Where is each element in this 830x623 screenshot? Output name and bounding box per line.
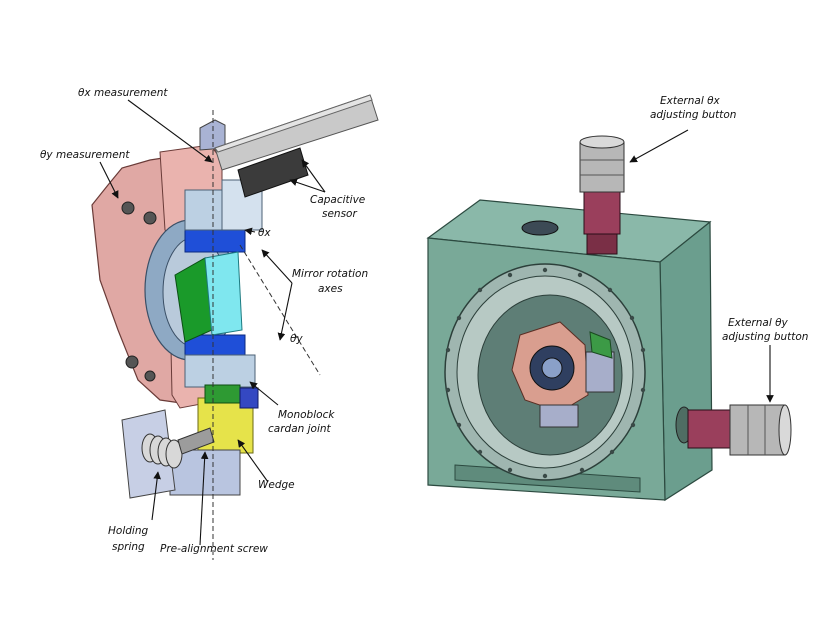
label-cardan-joint: cardan joint xyxy=(268,423,332,435)
bolt xyxy=(125,355,139,369)
bolt xyxy=(121,201,135,215)
label-ext-y-2: adjusting button xyxy=(722,331,808,343)
green-block xyxy=(204,384,241,404)
sensor-arm-top xyxy=(214,94,373,153)
diagonal-axis xyxy=(239,244,321,376)
housing-assembly xyxy=(426,135,792,502)
label-holding: Holding xyxy=(108,525,148,537)
base-plate xyxy=(169,449,241,496)
label-spring: spring xyxy=(112,541,145,553)
inner-block-right xyxy=(585,351,615,393)
label-theta-x: θx xyxy=(258,227,271,239)
top-port xyxy=(521,220,559,236)
label-ext-x-1: External θx xyxy=(660,95,721,107)
label-ext-x-2: adjusting button xyxy=(650,109,736,121)
label-capacitive: Capacitive xyxy=(310,194,365,206)
cardan-blue-top xyxy=(184,229,246,253)
cyan-mirror xyxy=(204,251,243,336)
label-ext-y-1: External θy xyxy=(728,317,789,329)
label-sensor: sensor xyxy=(322,208,357,220)
inner-lens-core xyxy=(541,357,563,379)
inner-block-bottom xyxy=(539,404,579,428)
cutaway-assembly xyxy=(91,94,379,560)
label-thetax-measurement: θx measurement xyxy=(78,87,168,99)
capacitive-sensor xyxy=(237,147,309,198)
holding-spring xyxy=(141,433,183,469)
labels: θx measurement θy measurement Capacitive… xyxy=(40,87,808,555)
label-prealignment-screw: Pre-alignment screw xyxy=(160,543,268,555)
housing-side xyxy=(659,220,713,502)
inner-green xyxy=(589,331,613,359)
label-monoblock: Monoblock xyxy=(278,409,335,421)
label-thetay-measurement: θy measurement xyxy=(40,149,130,161)
blue-block xyxy=(239,387,259,409)
prealign-screw xyxy=(177,427,215,455)
thetay-adjusting-button[interactable] xyxy=(675,404,792,456)
label-axes: axes xyxy=(318,283,343,295)
label-wedge: Wedge xyxy=(258,479,295,491)
ring-holes xyxy=(445,267,646,479)
monoblock-lower xyxy=(184,354,256,388)
thetax-adjusting-button[interactable] xyxy=(579,135,625,255)
label-mirror-rotation: Mirror rotation xyxy=(292,268,368,280)
leader-lines xyxy=(99,99,774,546)
bolt xyxy=(144,370,156,382)
label-theta-y: θy xyxy=(290,333,303,345)
bolt xyxy=(143,211,157,225)
